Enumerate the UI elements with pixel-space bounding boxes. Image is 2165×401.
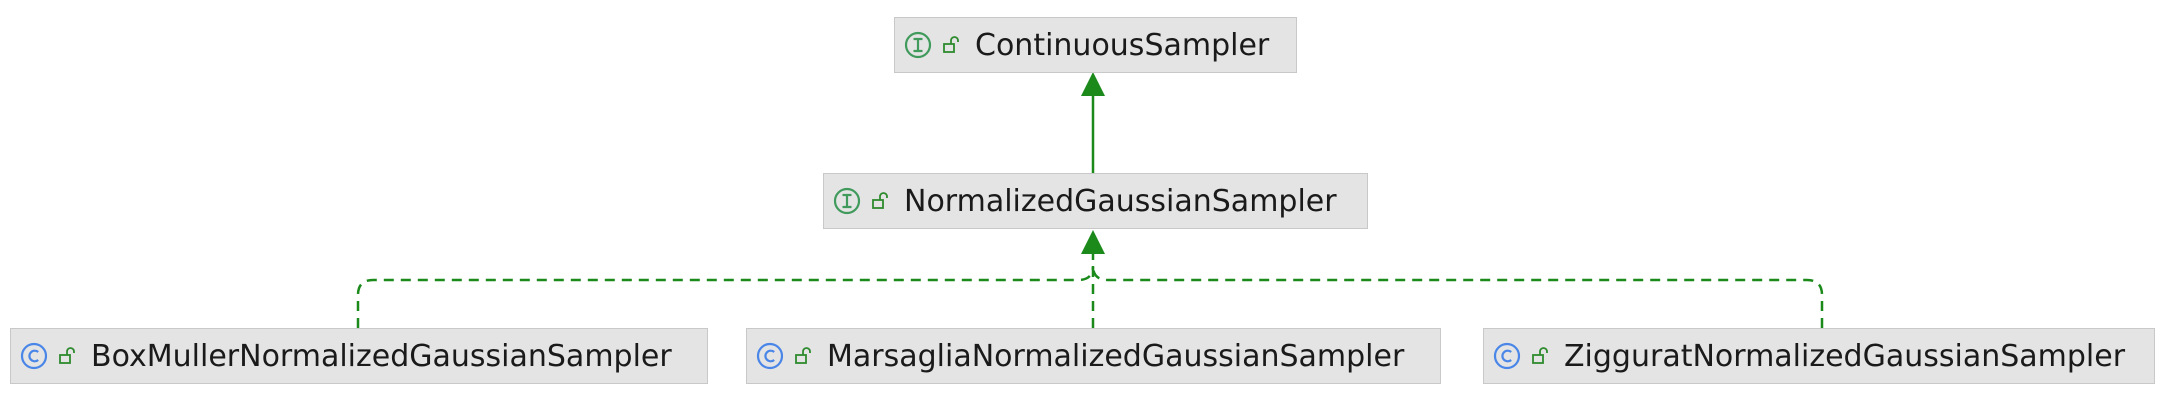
public-lock-icon bbox=[868, 189, 892, 213]
class-icon bbox=[19, 341, 49, 371]
public-lock-icon bbox=[939, 33, 963, 57]
node-ziggurat-normalized-gaussian-sampler[interactable]: ZigguratNormalizedGaussianSampler bbox=[1483, 328, 2155, 384]
node-label-ziggurat-normalized-gaussian-sampler: ZigguratNormalizedGaussianSampler bbox=[1564, 338, 2126, 374]
node-normalized-gaussian-sampler[interactable]: NormalizedGaussianSampler bbox=[823, 173, 1368, 229]
node-box-muller-normalized-gaussian-sampler[interactable]: BoxMullerNormalizedGaussianSampler bbox=[10, 328, 708, 384]
edge-boxmuller-to-normalized bbox=[356, 265, 1095, 328]
interface-icon bbox=[832, 186, 862, 216]
class-icon bbox=[755, 341, 785, 371]
node-label-normalized-gaussian-sampler: NormalizedGaussianSampler bbox=[904, 183, 1337, 219]
node-label-box-muller-normalized-gaussian-sampler: BoxMullerNormalizedGaussianSampler bbox=[91, 338, 672, 374]
node-marsaglia-normalized-gaussian-sampler[interactable]: MarsagliaNormalizedGaussianSampler bbox=[746, 328, 1441, 384]
interface-icon bbox=[903, 30, 933, 60]
node-label-marsaglia-normalized-gaussian-sampler: MarsagliaNormalizedGaussianSampler bbox=[827, 338, 1405, 374]
public-lock-icon bbox=[791, 344, 815, 368]
node-label-continuous-sampler: ContinuousSampler bbox=[975, 27, 1270, 63]
edge-ziggurat-to-normalized bbox=[1091, 265, 1824, 328]
public-lock-icon bbox=[1528, 344, 1552, 368]
arrowhead-continuous-sampler bbox=[1081, 72, 1105, 96]
node-continuous-sampler[interactable]: ContinuousSampler bbox=[894, 17, 1297, 73]
class-icon bbox=[1492, 341, 1522, 371]
arrowhead-normalized-gaussian-sampler bbox=[1081, 230, 1105, 254]
public-lock-icon bbox=[55, 344, 79, 368]
